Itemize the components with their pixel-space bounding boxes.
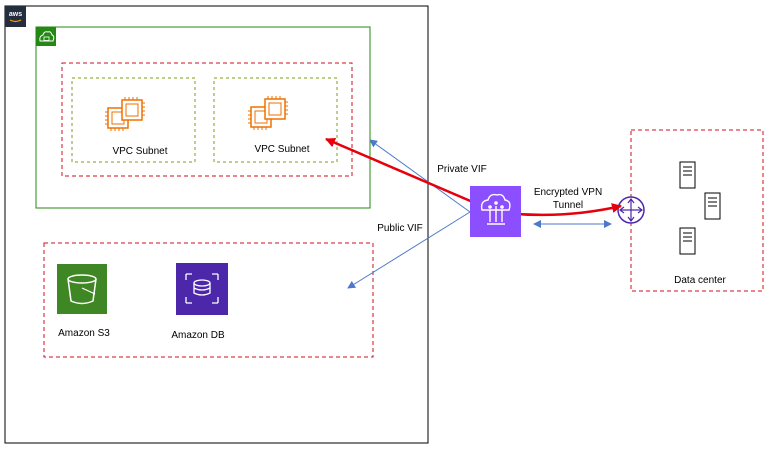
encrypted-vpn-label-line2: Tunnel xyxy=(553,200,583,211)
vpc-subnet-2-boundary xyxy=(213,77,338,163)
data-center-label: Data center xyxy=(674,275,726,286)
vpc-subnet-1-boundary xyxy=(71,77,196,163)
aws-logo-text: aws xyxy=(9,11,22,18)
server-icon xyxy=(679,227,696,255)
aws-logo-icon: aws xyxy=(5,6,26,27)
amazon-db-label: Amazon DB xyxy=(171,330,225,341)
public-vif-label: Public VIF xyxy=(377,223,423,234)
vpc-subnet-2-label: VPC Subnet xyxy=(254,144,309,155)
server-icon xyxy=(704,192,721,220)
private-vif-label: Private VIF xyxy=(437,164,486,175)
database-icon xyxy=(176,263,228,315)
vpc-cloud-lock-icon xyxy=(36,27,56,46)
ec2-instances-icon xyxy=(105,97,145,131)
private-subnets-group xyxy=(61,62,353,177)
direct-connect-icon xyxy=(470,186,521,237)
aws-cloud-boundary xyxy=(4,5,429,444)
s3-bucket-icon xyxy=(57,264,107,314)
amazon-s3-label: Amazon S3 xyxy=(58,328,110,339)
router-icon xyxy=(617,196,645,224)
server-icon xyxy=(679,161,696,189)
private-vif-connector xyxy=(369,139,471,213)
encrypted-vpn-label-line1: Encrypted VPN xyxy=(534,187,602,198)
ec2-instances-icon xyxy=(248,96,288,130)
vpc-subnet-1-label: VPC Subnet xyxy=(112,146,167,157)
vpc-boundary xyxy=(35,26,371,209)
public-services-group xyxy=(43,242,374,358)
data-center-boundary xyxy=(630,129,764,292)
public-vif-connector xyxy=(347,211,471,289)
encrypted-traffic-path-left xyxy=(325,137,497,214)
